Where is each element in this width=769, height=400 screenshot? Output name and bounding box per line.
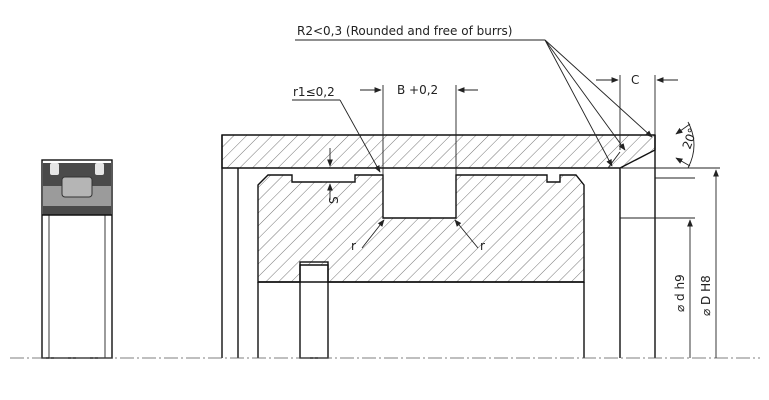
rod-groove-hatch <box>258 175 584 282</box>
radius-note-label: R2<0,3 (Rounded and free of burrs) <box>297 24 512 38</box>
radius-note-leader-3 <box>544 39 653 138</box>
rod-bore-slot <box>299 261 329 359</box>
chamfer-angle-arrow-bottom <box>675 157 691 167</box>
bore-diameter-label: ⌀ D H8 <box>699 275 713 316</box>
seal-notch-right <box>95 163 104 175</box>
groove-radius-leader-right <box>454 219 479 249</box>
bore-housing <box>221 134 656 169</box>
bore-housing-hatch <box>222 135 655 168</box>
chamfer-angle-arc <box>687 121 695 169</box>
seal-center-ring <box>61 176 93 198</box>
rod-section <box>257 174 585 359</box>
radius-note-leader-2 <box>544 39 626 151</box>
chamfer-angle-label: 20° <box>680 126 700 151</box>
groove-radius-leader-left <box>361 219 385 249</box>
rod-diameter-label: ⌀ d h9 <box>673 274 687 312</box>
dimension-lines <box>292 39 720 358</box>
step-depth-label: S <box>327 196 341 204</box>
labels: R2<0,3 (Rounded and free of burrs) C 20°… <box>293 24 713 316</box>
chamfer-angle-arrow-top <box>675 123 691 135</box>
fillet-radius-label: r1≤0,2 <box>293 85 335 99</box>
groove-radius-label-left: r <box>351 239 356 253</box>
seal-notch-left <box>50 163 59 175</box>
piston-outline <box>221 135 656 358</box>
fillet-leader <box>339 99 381 173</box>
chamfer-length-label: C <box>631 73 639 87</box>
seal-section-thumbnail <box>41 159 113 359</box>
groove-radius-label-right: r <box>480 239 485 253</box>
groove-width-label: B +0,2 <box>397 83 438 97</box>
radius-note-leader-1 <box>544 39 613 167</box>
